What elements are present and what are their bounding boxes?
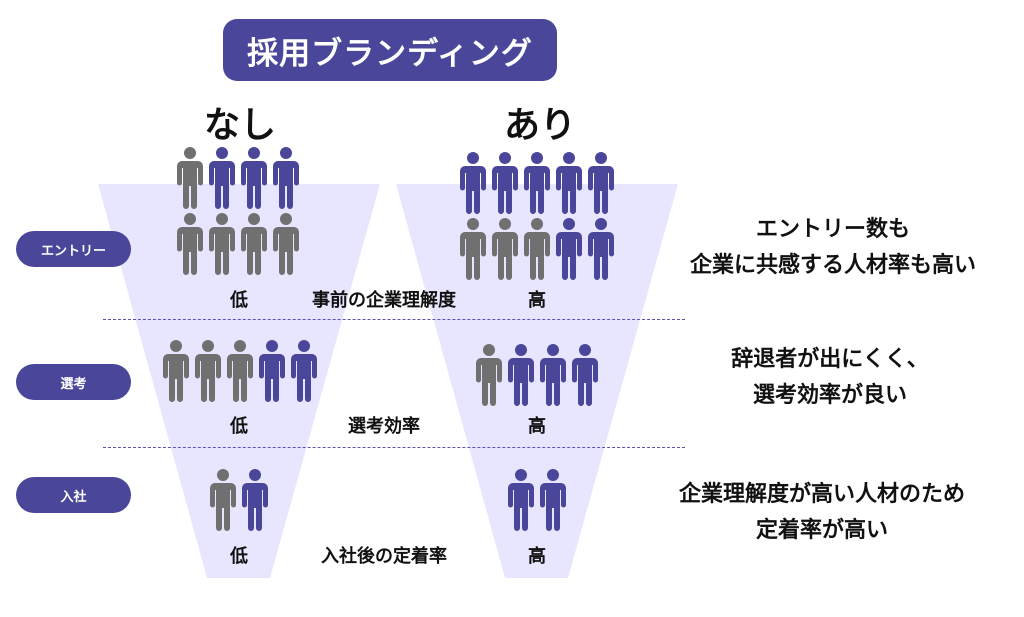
- people-group-selection-with: [475, 344, 599, 410]
- people-group-joining-with: [507, 469, 567, 535]
- description-selection-line-2: 選考効率が良い: [752, 383, 907, 408]
- people-row: [507, 469, 567, 531]
- people-group-entry-without: [176, 147, 300, 279]
- people-group-selection-without: [162, 340, 318, 406]
- description-joining-line-1: 企業理解度が高い人材のため: [678, 482, 965, 507]
- person-icon-highlighted: [555, 218, 583, 280]
- metric-entry: 事前の企業理解度: [312, 290, 456, 311]
- person-icon: [475, 344, 503, 406]
- person-icon: [523, 218, 551, 280]
- person-icon: [176, 213, 204, 275]
- description-selection: 辞退者が出にくく、 選考効率が良い: [640, 342, 1020, 414]
- level-low-entry: 低: [230, 290, 248, 311]
- description-joining: 企業理解度が高い人材のため 定着率が高い: [632, 477, 1012, 549]
- person-icon: [240, 213, 268, 275]
- person-icon-highlighted: [539, 344, 567, 406]
- level-high-entry: 高: [528, 290, 546, 311]
- metric-joining: 入社後の定着率: [321, 546, 447, 567]
- person-icon: [226, 340, 254, 402]
- person-icon-highlighted: [258, 340, 286, 402]
- stage-pill-entry: エントリー: [16, 231, 131, 267]
- level-high-joining: 高: [528, 546, 546, 567]
- person-icon: [272, 213, 300, 275]
- person-icon: [459, 218, 487, 280]
- person-icon-highlighted: [507, 344, 535, 406]
- people-row: [475, 344, 599, 406]
- people-row: [162, 340, 318, 402]
- description-entry: エントリー数も 企業に共感する人材率も高い: [643, 212, 1023, 284]
- people-group-joining-without: [209, 469, 269, 535]
- column-header-without: なし: [203, 105, 276, 146]
- description-joining-line-2: 定着率が高い: [755, 518, 888, 543]
- stage-pill-joining: 入社: [16, 477, 131, 513]
- level-high-selection: 高: [528, 416, 546, 437]
- people-row: [176, 147, 300, 209]
- description-entry-line-2: 企業に共感する人材率も高い: [689, 253, 976, 278]
- column-header-with: あり: [503, 105, 576, 146]
- person-icon-highlighted: [290, 340, 318, 402]
- person-icon: [162, 340, 190, 402]
- divider-1: [103, 319, 685, 320]
- description-entry-line-1: エントリー数も: [755, 217, 910, 242]
- person-icon: [194, 340, 222, 402]
- person-icon-highlighted: [272, 147, 300, 209]
- people-row: [459, 218, 615, 280]
- person-icon-highlighted: [208, 147, 236, 209]
- people-row: [459, 152, 615, 214]
- description-selection-line-1: 辞退者が出にくく、: [731, 347, 929, 372]
- people-row: [209, 469, 269, 531]
- person-icon-highlighted: [241, 469, 269, 531]
- people-row: [176, 213, 300, 275]
- people-group-entry-with: [459, 152, 615, 284]
- divider-2: [103, 447, 685, 448]
- stage-pill-selection: 選考: [16, 364, 131, 400]
- person-icon-highlighted: [491, 152, 519, 214]
- person-icon-highlighted: [587, 218, 615, 280]
- metric-selection: 選考効率: [348, 416, 420, 437]
- person-icon-highlighted: [240, 147, 268, 209]
- person-icon-highlighted: [555, 152, 583, 214]
- person-icon: [209, 469, 237, 531]
- level-low-selection: 低: [230, 416, 248, 437]
- person-icon: [491, 218, 519, 280]
- person-icon: [208, 213, 236, 275]
- person-icon-highlighted: [459, 152, 487, 214]
- person-icon-highlighted: [539, 469, 567, 531]
- page-title: 採用ブランディング: [223, 19, 557, 81]
- person-icon-highlighted: [523, 152, 551, 214]
- person-icon-highlighted: [507, 469, 535, 531]
- person-icon: [176, 147, 204, 209]
- person-icon-highlighted: [571, 344, 599, 406]
- funnel-with: [396, 184, 678, 578]
- person-icon-highlighted: [587, 152, 615, 214]
- level-low-joining: 低: [230, 546, 248, 567]
